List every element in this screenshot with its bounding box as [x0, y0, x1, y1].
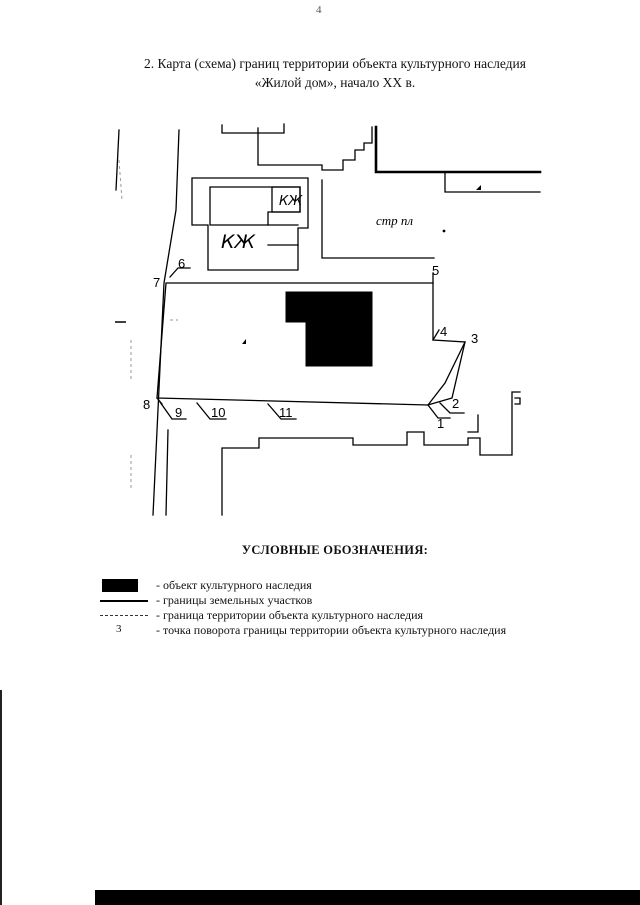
- parcel-top-bracket: [221, 123, 285, 134]
- legend-symbol-dashed-line: [100, 608, 150, 622]
- label-kzh-small: КЖ: [279, 194, 303, 209]
- legend-item-land-plot-boundary: - границы земельных участков: [100, 592, 312, 608]
- scan-edge-bottom: [95, 890, 640, 905]
- point-label-9: 9: [175, 405, 182, 420]
- point-label-8: 8: [143, 397, 150, 412]
- street-line-main: [152, 129, 180, 516]
- label-str-pl: стр пл: [376, 213, 413, 228]
- legend-item-territory-boundary: - граница территории объекта культурного…: [100, 607, 423, 623]
- legend-number: 3: [116, 623, 122, 635]
- legend-item-turning-point: 3 - точка поворота границы территории об…: [100, 622, 506, 638]
- marker-dot: [442, 229, 446, 233]
- parcel-upper-boundary: [257, 126, 373, 171]
- marker-triangle-2: [242, 339, 246, 344]
- legend-text: - объект культурного наследия: [156, 577, 312, 592]
- street-line-left: [115, 129, 120, 191]
- legend-item-heritage-object: - объект культурного наследия: [100, 577, 312, 593]
- point-label-2: 2: [452, 396, 459, 411]
- point-label-11: 11: [279, 405, 293, 420]
- scan-edge-left: [0, 690, 2, 905]
- legend-symbol-filled: [100, 578, 150, 592]
- leader-6: [169, 267, 191, 278]
- boundary-map: КЖ КЖ стр пл 1 2 3 4 5 6 7 8 9 10 11: [115, 123, 542, 516]
- point-label-1: 1: [437, 416, 444, 431]
- building-kzh-small: [271, 186, 301, 213]
- legend-symbol-number: 3: [100, 623, 150, 637]
- territory-boundary: [156, 282, 467, 406]
- point-label-5: 5: [432, 263, 439, 278]
- parcel-lower-tick: [514, 397, 521, 405]
- leader-1: [427, 404, 451, 419]
- building-kzh-outline: [191, 177, 309, 271]
- label-kzh-large: КЖ: [221, 231, 256, 253]
- leader-4: [432, 329, 440, 341]
- legend-text: - границы земельных участков: [156, 592, 313, 607]
- leader-9: [159, 401, 187, 420]
- parcel-upper-right: [444, 171, 541, 193]
- map-title-line-1: 2. Карта (схема) границ территории объек…: [144, 56, 526, 71]
- leader-11: [267, 403, 297, 420]
- point-label-3: 3: [471, 331, 478, 346]
- legend-text: - граница территории объекта культурного…: [156, 607, 424, 622]
- map-title-line-2: «Жилой дом», начало XX в.: [254, 75, 416, 90]
- street-line-lower: [165, 429, 169, 516]
- cultural-heritage-object: [285, 291, 373, 367]
- marker-triangle-1: [476, 185, 481, 190]
- point-label-7: 7: [153, 275, 160, 290]
- faint-mark-1: [118, 159, 123, 201]
- parcel-lower-boundary: [221, 391, 521, 516]
- legend-title: УСЛОВНЫЕ ОБОЗНАЧЕНИЯ:: [241, 543, 429, 557]
- boundary-wedge: [427, 341, 466, 406]
- leader-10: [196, 402, 227, 420]
- parcel-lower-ticks-2: [467, 414, 479, 433]
- point-label-10: 10: [211, 405, 225, 420]
- parcel-upper-thick: [374, 125, 542, 174]
- point-label-4: 4: [440, 324, 447, 339]
- point-label-6: 6: [178, 256, 185, 271]
- page-number: 4: [316, 4, 322, 16]
- leader-2: [439, 402, 465, 414]
- parcel-str-pl: [321, 179, 435, 259]
- legend-text: - точка поворота границы территории объе…: [156, 622, 507, 637]
- legend-symbol-solid-line: [100, 593, 150, 607]
